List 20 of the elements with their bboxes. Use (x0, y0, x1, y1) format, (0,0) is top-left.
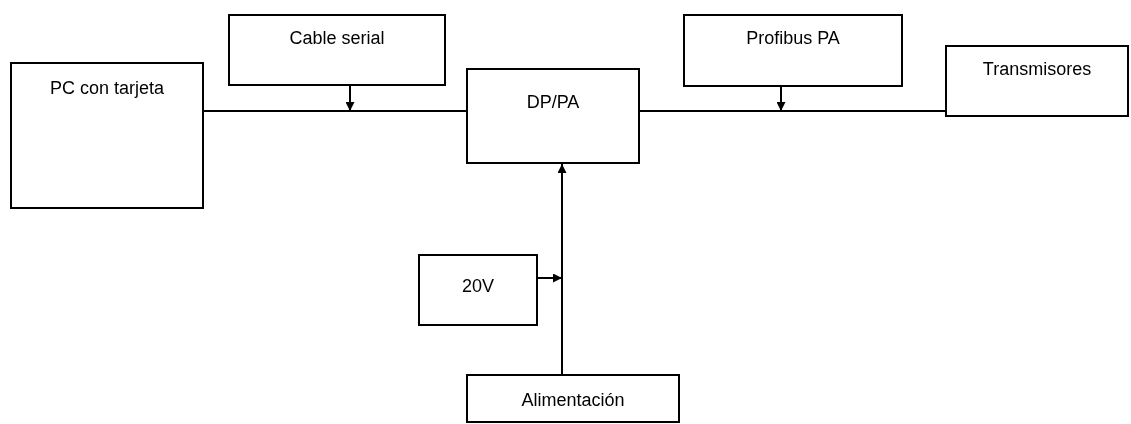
block-box (418, 254, 538, 326)
block-box (466, 68, 640, 164)
connector-line (639, 110, 946, 112)
arrow (537, 273, 563, 283)
block-label: DP/PA (525, 92, 581, 113)
block-label: 20V (461, 276, 495, 297)
block-box (683, 14, 903, 87)
block-label: Transmisores (981, 59, 1093, 80)
arrow (345, 85, 355, 112)
arrow (557, 163, 567, 375)
block-label: Profibus PA (745, 28, 841, 49)
block-box (945, 45, 1129, 117)
block-box (466, 374, 680, 423)
block-label: PC con tarjeta (48, 78, 166, 99)
block-label: Cable serial (288, 28, 386, 49)
block-label: Alimentación (520, 390, 626, 411)
arrow (776, 86, 786, 112)
block-box (10, 62, 204, 209)
connector-line (203, 110, 467, 112)
block-box (228, 14, 446, 86)
